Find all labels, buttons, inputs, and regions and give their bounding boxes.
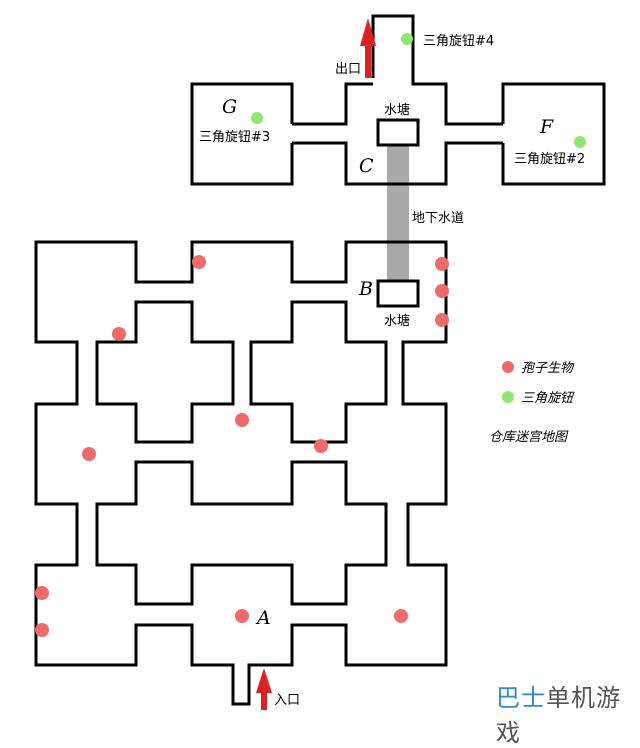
pond-bottom [376,279,420,308]
wall-maze-outer [34,240,448,706]
knob-2-label: 三角旋钮#2 [514,152,585,167]
room-a-label: A [255,607,271,629]
knob-marker-3 [251,112,263,124]
entrance-label: 入口 [274,693,300,708]
spore-marker [82,447,96,461]
room-f-label: F [539,116,554,138]
wall-block-lower [95,460,388,606]
knob-3-label: 三角旋钮#3 [199,130,270,145]
entrance-arrow-icon [256,668,272,710]
wall-block-upper-right [249,300,388,444]
spore-marker [35,586,49,600]
wall-room-g [190,82,294,186]
legend-spore-icon [502,361,514,373]
spore-marker [112,327,126,341]
spore-marker [435,313,449,327]
wall-room-c [292,14,503,186]
wall-room-f [501,82,606,186]
spore-marker [235,609,249,623]
spore-marker [35,623,49,637]
legend-knob-label: 三角旋钮 [521,391,575,406]
underground-channel-label: 地下水道 [412,211,464,226]
map-title: 仓库迷宫地图 [489,430,569,445]
knob-4-label: 三角旋钮#4 [423,34,494,49]
watermark-part1: 巴士 [496,684,546,712]
watermark-logo: 巴士单机游戏 [496,678,640,748]
spore-marker [192,255,206,269]
spore-marker [435,284,449,298]
spore-marker [314,439,328,453]
spore-marker [435,257,449,271]
wall-block-upper-left [95,300,235,444]
legend-knob-icon [502,391,514,403]
underground-channel [387,145,409,281]
room-c-label: C [359,155,374,177]
maze-map: 出口 三角旋钮#4 水塘 G 三角旋钮#3 F 三角旋钮#2 C 地下水道 B … [34,14,606,710]
spore-marker [235,413,249,427]
exit-label: 出口 [335,62,361,77]
pond-top [376,118,420,147]
room-b-label: B [358,278,373,300]
room-g-label: G [222,96,237,118]
knob-marker-2 [574,136,586,148]
pond-top-label: 水塘 [384,102,410,118]
pond-bottom-label: 水塘 [384,313,410,329]
knob-marker-4 [401,33,413,45]
legend-spore-label: 孢子生物 [521,361,575,376]
spore-marker [394,609,408,623]
exit-arrow-icon [360,18,376,78]
